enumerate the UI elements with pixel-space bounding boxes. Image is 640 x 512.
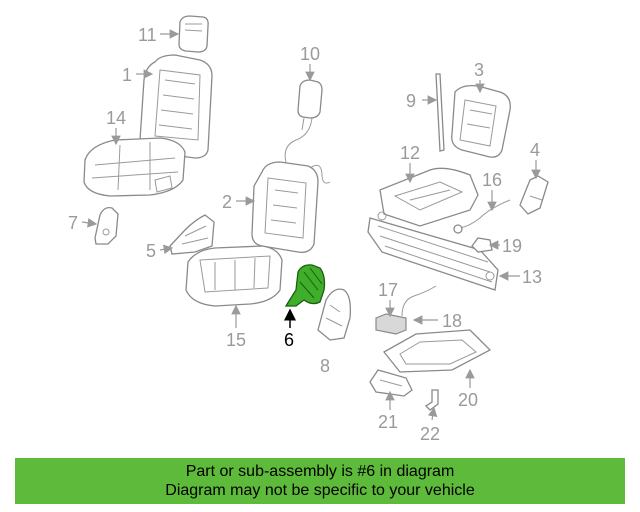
part-16-cable [453,199,511,234]
callout-4: 4 [530,140,540,160]
part-21-bracket [369,369,413,397]
callout-20: 20 [458,390,478,410]
part-14-seat-cushion [83,137,186,197]
part-2-seat-back [251,161,319,253]
part-6-trim-cover [284,264,326,307]
callout-16: 16 [482,170,502,190]
part-4-recliner [519,175,549,215]
callout-1: 1 [122,65,132,85]
callout-19: 19 [502,236,522,256]
part-7-bracket [94,207,119,245]
callout-labels: 11 1 14 7 10 2 5 15 6 8 9 3 12 16 4 19 1… [68,25,542,444]
info-banner: Part or sub-assembly is #6 in diagram Di… [15,458,625,504]
part-19-bracket [471,237,493,253]
part-3-back-frame [451,84,511,158]
callout-11: 11 [138,25,157,45]
callout-10: 10 [300,44,320,64]
part-22-clip [424,389,439,411]
callout-15: 15 [226,330,246,350]
callout-5: 5 [146,241,156,261]
part-11-headrest [178,15,209,53]
callout-3: 3 [474,60,484,80]
callout-7: 7 [68,213,78,233]
callout-17: 17 [378,280,398,300]
part-5-side-panel [169,214,215,255]
part-15-seat-cushion [185,245,283,307]
leader-lines [81,29,541,421]
callout-14: 14 [106,108,126,128]
banner-line-1: Part or sub-assembly is #6 in diagram [185,463,455,480]
part-20-tray [383,329,492,373]
callout-9: 9 [406,91,416,111]
part-10-headrest [284,79,331,184]
callout-2: 2 [222,192,232,212]
callout-8: 8 [320,356,330,376]
part-17-switch [375,313,407,335]
parts-diagram: 11 1 14 7 10 2 5 15 6 8 9 3 12 16 4 19 1… [68,15,549,444]
callout-12: 12 [400,143,420,163]
callout-6: 6 [284,330,294,350]
callout-13: 13 [522,267,542,287]
banner-line-2: Diagram may not be specific to your vehi… [165,482,475,499]
part-18-wire [401,285,437,317]
callout-22: 22 [420,424,440,444]
part-9-rod [435,73,445,152]
callout-18: 18 [442,311,462,331]
callout-21: 21 [378,412,398,432]
part-12-seat-frame [379,167,479,227]
part-8-side-shield [317,288,352,341]
part-1-seat-back [139,54,213,159]
